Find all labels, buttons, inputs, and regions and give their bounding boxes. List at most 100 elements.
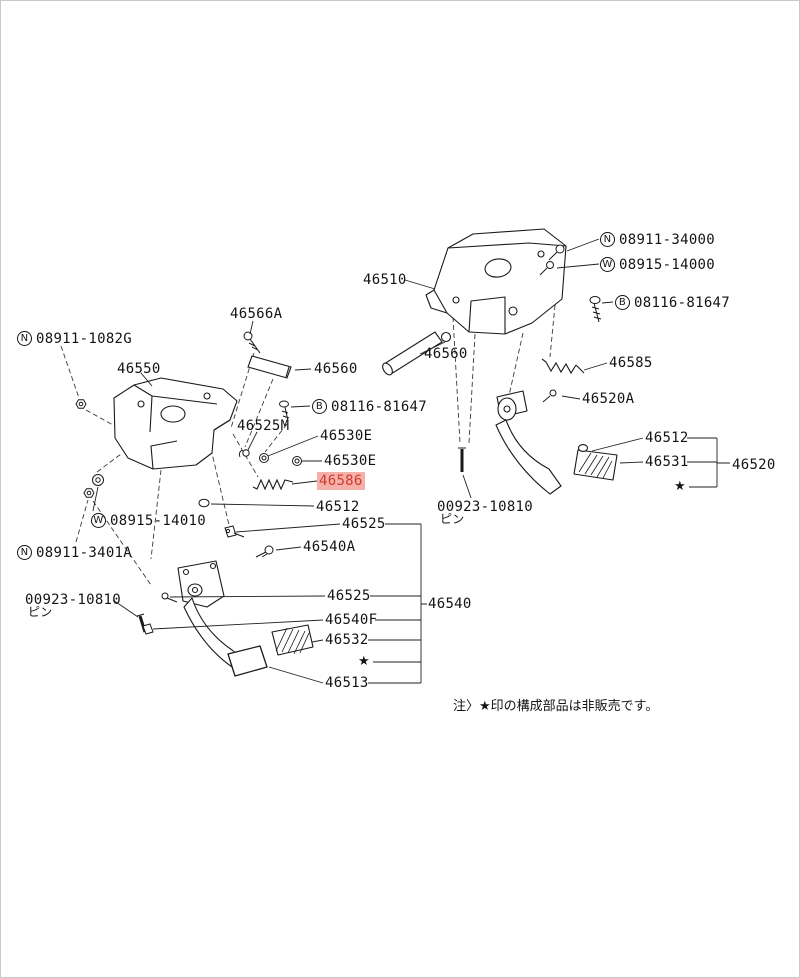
part-number-text: 08911-1082G [36, 330, 133, 347]
bushing-46530E-b [292, 456, 302, 466]
part-label: 46540A [303, 540, 355, 554]
part-label: 46550 [117, 362, 161, 376]
left-bracket-46550 [113, 377, 238, 470]
washer-08915-14010 [92, 474, 104, 486]
part-label: 00923-10810 [25, 593, 121, 607]
part-number-text: 46586 [319, 473, 363, 489]
screw-08116-81647-mid [279, 400, 290, 422]
part-number-text: ピン [440, 512, 465, 526]
clevis-46525-upper [224, 525, 245, 538]
part-number-text: 08915-14000 [619, 256, 716, 273]
bumper-46540F [142, 623, 154, 635]
stopper-46512-left [198, 498, 210, 508]
fasteners [75, 244, 602, 635]
part-label: W 08915-14010 [91, 513, 206, 528]
part-label: 46510 [363, 273, 407, 287]
circled-W-symbol: W [91, 513, 106, 528]
push-rod-46560-upper [382, 331, 452, 376]
part-number-text: 46550 [117, 361, 161, 377]
part-number-text: 46525M [237, 418, 290, 434]
circled-B-symbol: B [312, 399, 327, 414]
spring-46586 [252, 478, 294, 491]
part-number-text: 00923-10810 [437, 499, 534, 515]
part-number-text: 46512 [645, 430, 689, 446]
circled-N-symbol: N [600, 232, 615, 247]
bolt-46540A [255, 545, 274, 558]
part-number-text: 46513 [325, 675, 369, 691]
part-label: 00923-10810 [437, 500, 533, 514]
part-number-text: 08116-81647 [331, 398, 428, 415]
part-number-text: 46566A [230, 306, 283, 322]
part-label: 46525 [327, 589, 371, 603]
part-label: 46531 [645, 455, 689, 469]
push-rod-46560-left [247, 355, 292, 379]
part-number-text: 46520A [582, 391, 635, 407]
part-label: B 08116-81647 [615, 295, 730, 310]
washer-08915-14000 [546, 261, 554, 269]
footnote: 注〉★印の構成部品は非販売です。 [453, 699, 659, 714]
part-number-text: 46530E [320, 428, 373, 444]
part-label: N 08911-3401A [17, 545, 132, 560]
part-number-text: 46585 [609, 355, 653, 371]
part-number-text: 46525 [327, 588, 371, 604]
part-label: ピン [440, 513, 465, 525]
part-label: 46585 [609, 356, 653, 370]
part-label: B 08116-81647 [312, 399, 427, 414]
part-number-text: ピン [28, 605, 53, 619]
nut-08911-1082G [75, 399, 87, 409]
part-number-text: 00923-10810 [25, 592, 122, 608]
bolt-46566A [243, 331, 261, 354]
screw-08116-81647-right [589, 296, 602, 323]
part-number-text: 46560 [424, 346, 468, 362]
part-label: 46512 [645, 431, 689, 445]
label-group-brackets [368, 437, 730, 684]
part-label: 46520A [582, 392, 634, 406]
bolt-08911-34000 [555, 244, 565, 254]
part-number-text: 46510 [363, 272, 407, 288]
bolt-46520A [542, 389, 557, 403]
part-number-text: 46531 [645, 454, 689, 470]
part-number-text: 46512 [316, 499, 360, 515]
part-label: 46525M [237, 419, 289, 433]
circled-N-symbol: N [17, 331, 32, 346]
part-label: 46520 [732, 458, 776, 472]
part-label: 46560 [424, 347, 468, 361]
nut-08911-3401A [83, 488, 95, 498]
part-number-text: 08911-3401A [36, 544, 133, 561]
part-number-text: 46525 [342, 516, 386, 532]
part-label: 46566A [230, 307, 282, 321]
clip-46525M [238, 449, 250, 458]
pad-hatching-46531 [578, 452, 613, 479]
part-label: 46586 [319, 474, 363, 488]
part-label: 46525 [342, 517, 386, 531]
clevis-46525-lower [161, 592, 178, 603]
part-number-text: ★ [358, 654, 370, 669]
non-sale-star-mark: ★ [674, 480, 686, 493]
part-label: 46530E [324, 454, 376, 468]
return-spring-46585 [541, 358, 585, 375]
left-pedal-assembly-46540 [177, 560, 314, 677]
part-number-text: 08116-81647 [634, 294, 731, 311]
part-number-text: 46520 [732, 457, 776, 473]
part-label: 46512 [316, 500, 360, 514]
bushing-46530E-a [259, 453, 269, 463]
part-label: 46530E [320, 429, 372, 443]
part-number-text: 46540 [428, 596, 472, 612]
part-label: ピン [28, 606, 53, 618]
part-label: 46532 [325, 633, 369, 647]
circled-N-symbol: N [17, 545, 32, 560]
part-number-text: 08915-14010 [110, 512, 207, 529]
part-number-text: 46540A [303, 539, 356, 555]
pin-00923-10810-right [458, 447, 466, 472]
non-sale-star-mark: ★ [358, 655, 370, 668]
pad-hatching-46532 [275, 627, 310, 655]
part-label: N 08911-1082G [17, 331, 132, 346]
part-number-text: 46532 [325, 632, 369, 648]
part-label: 46540 [428, 597, 472, 611]
circled-B-symbol: B [615, 295, 630, 310]
upper-bracket-46510 [425, 228, 567, 335]
part-label: 46513 [325, 676, 369, 690]
